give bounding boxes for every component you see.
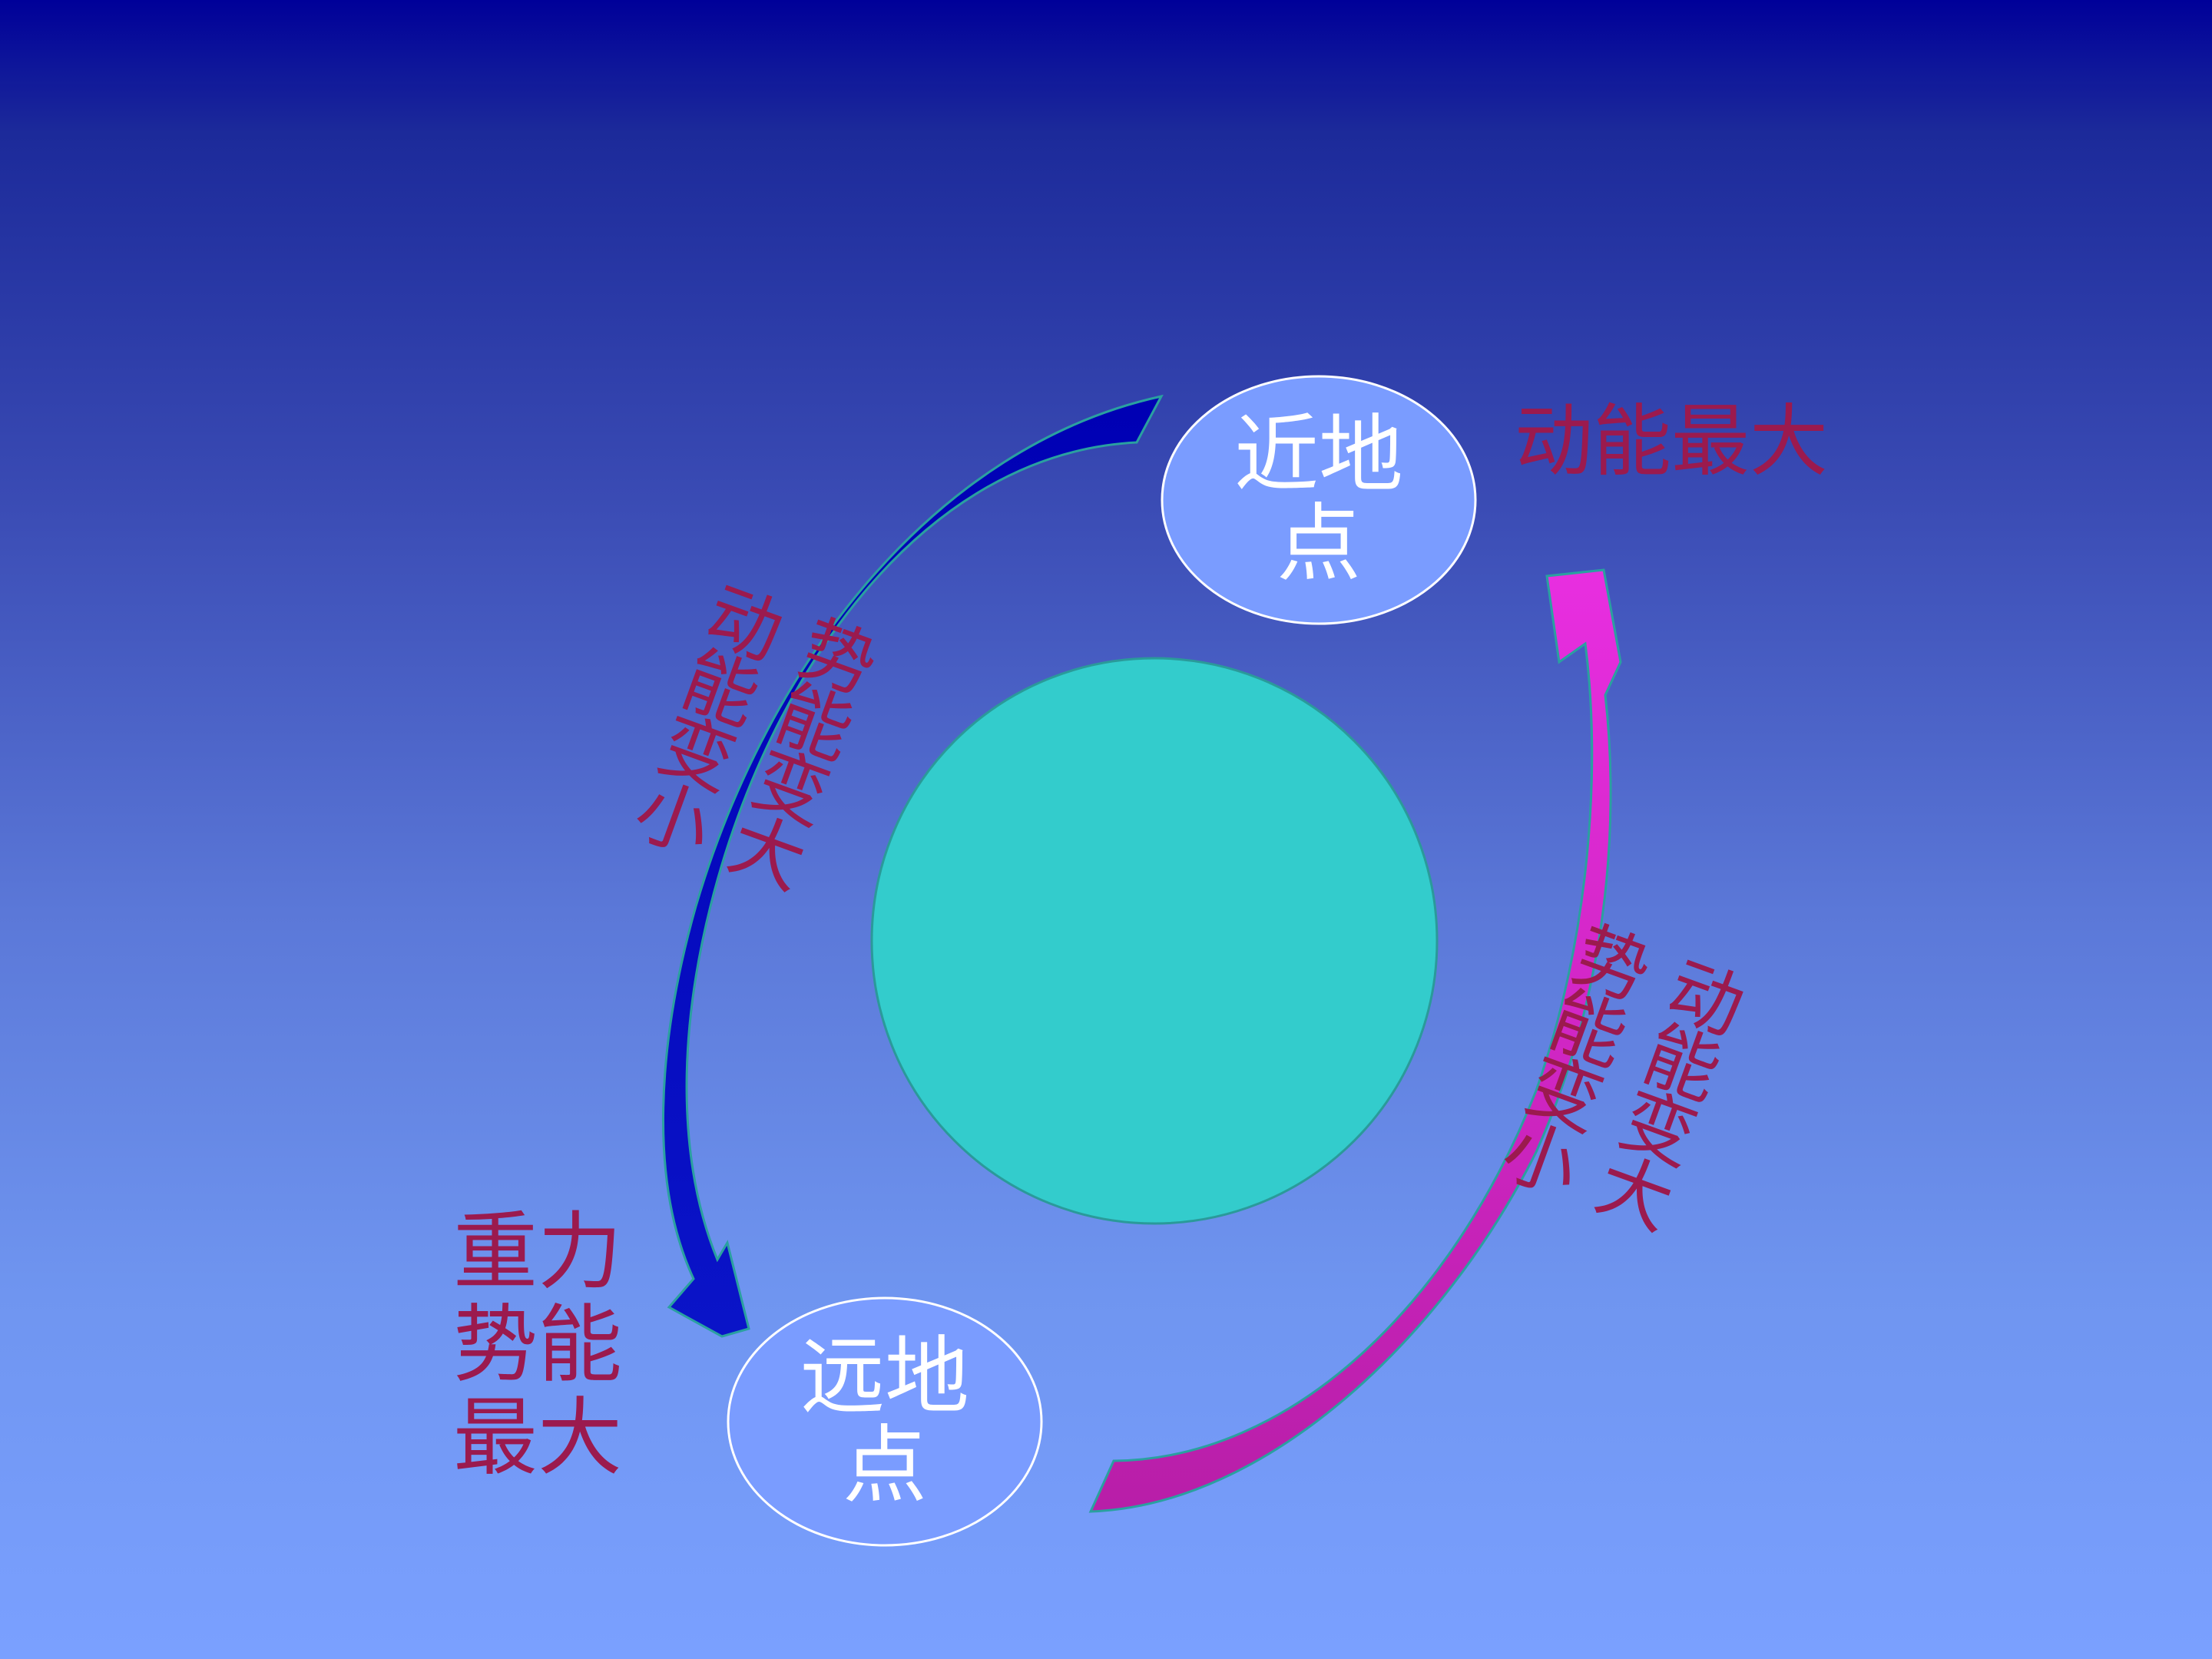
perigee-note: 动能最大 — [1515, 396, 1828, 488]
curved-arrow-up-icon — [1088, 568, 1622, 1513]
perigee-label-line1: 近地 — [1234, 406, 1403, 504]
apogee-node — [727, 1296, 1043, 1547]
title-band — [0, 0, 2212, 84]
apogee-note: 重力 势能 最大 — [453, 1206, 622, 1485]
apogee-label-line2: 点 — [843, 1416, 927, 1515]
curved-arrow-down-icon — [661, 394, 1164, 1338]
perigee-label-line2: 点 — [1277, 494, 1361, 593]
apogee-note-line2: 势能 — [453, 1296, 622, 1394]
apogee-note-line1: 重力 — [453, 1203, 622, 1301]
perigee-label: 近地 点 — [1165, 406, 1472, 593]
apogee-note-line3: 最大 — [453, 1389, 622, 1487]
apogee-label-line1: 远地 — [800, 1327, 969, 1426]
apogee-label: 远地 点 — [731, 1327, 1038, 1515]
earth-circle — [870, 657, 1439, 1225]
perigee-node — [1161, 375, 1477, 625]
